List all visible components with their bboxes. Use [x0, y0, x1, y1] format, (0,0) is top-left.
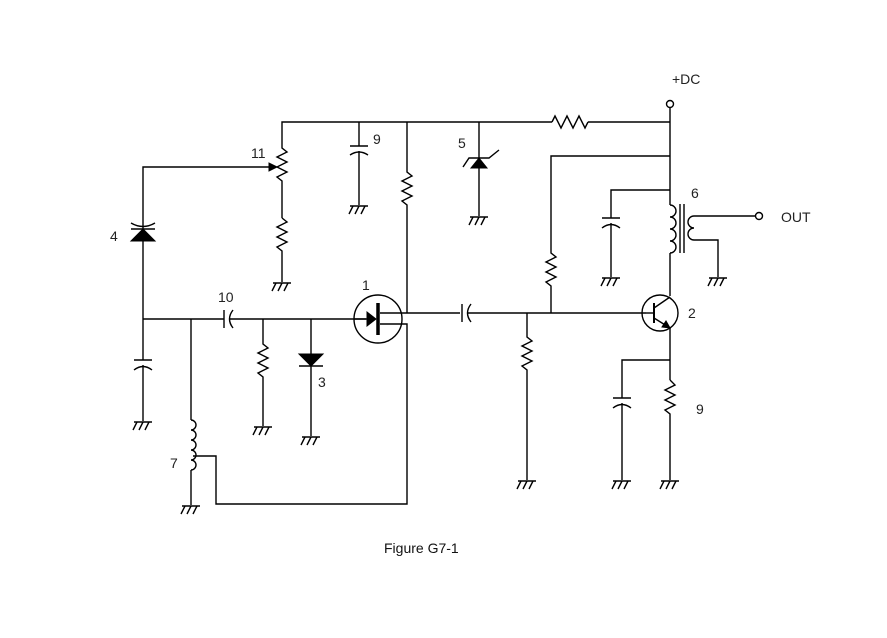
label-2: 2	[688, 305, 696, 321]
label-10: 10	[218, 289, 234, 305]
label-3: 3	[318, 374, 326, 390]
varactor-diode-4: 4	[110, 218, 157, 319]
supply-resistor	[551, 114, 589, 130]
dc-supply-label: +DC	[672, 71, 700, 87]
zener-diode-5: 5	[458, 122, 500, 226]
label-8: 9	[373, 131, 381, 147]
dc-supply-terminal: +DC	[665, 71, 700, 109]
potentiometer-11: 11	[142, 141, 292, 292]
label-7: 7	[170, 455, 178, 471]
transformer-6: 6	[669, 185, 755, 296]
jfet-1: 1	[353, 277, 403, 344]
drain-resistor	[398, 122, 460, 314]
base-resistor-upper	[544, 155, 670, 313]
label-11: 11	[251, 145, 266, 161]
tank-capacitor	[600, 189, 670, 287]
coupling-capacitor	[461, 303, 646, 323]
label-6: 6	[691, 185, 699, 201]
label-9: 9	[696, 401, 704, 417]
emitter-capacitor	[611, 359, 670, 490]
gate-line: 10	[143, 289, 372, 329]
capacitor-8: 9	[348, 122, 381, 215]
shunt-capacitor-left	[132, 319, 153, 431]
npn-transistor-2: 2	[641, 294, 696, 380]
top-rail	[281, 108, 671, 190]
base-resistor-lower	[516, 313, 537, 490]
emitter-resistor-9: 9	[659, 379, 704, 490]
label-5: 5	[458, 135, 466, 151]
figure-caption: Figure G7-1	[384, 540, 459, 556]
diode-3: 3	[297, 319, 326, 446]
label-1: 1	[362, 277, 370, 293]
output-terminal: OUT	[754, 209, 811, 225]
inductor-7: 7	[170, 319, 408, 515]
output-label: OUT	[781, 209, 811, 225]
label-4: 4	[110, 228, 118, 244]
gate-resistor	[252, 319, 273, 436]
